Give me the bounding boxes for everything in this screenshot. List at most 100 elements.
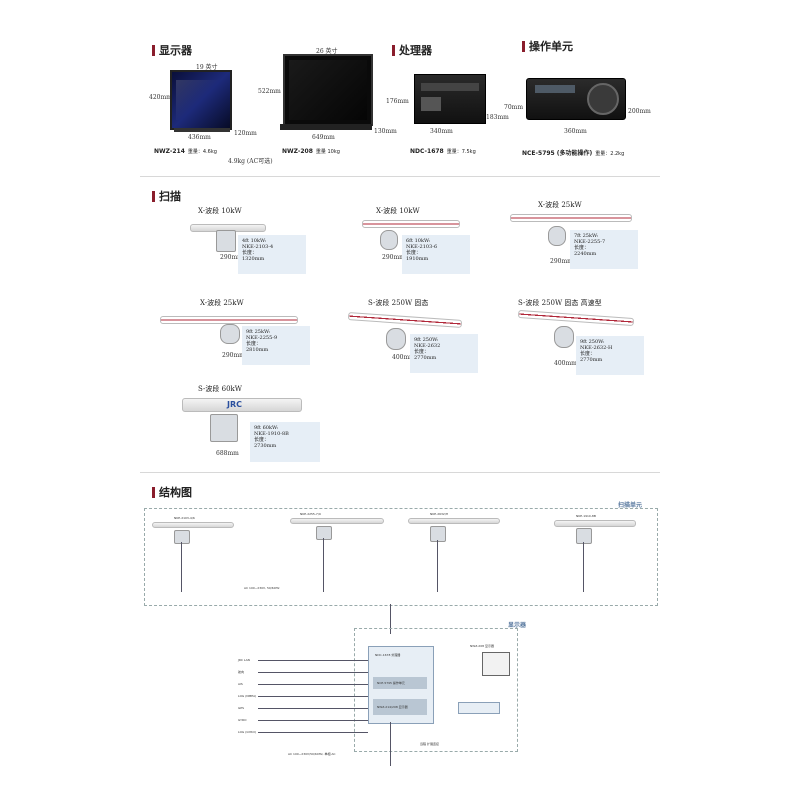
display1-depth: 120mm — [234, 130, 257, 137]
scanner-4-band: S-波段 250W 固态 — [368, 299, 429, 307]
display2-image — [283, 54, 373, 126]
diagram-mon-label: NWZ-208 显示器 — [470, 644, 494, 648]
diagram-core1: NDC-1678 处理器 — [375, 653, 401, 657]
processor-height: 176mm — [386, 98, 409, 105]
scanner-6-antenna: JRC — [182, 398, 302, 412]
diagram-scanner-1 — [152, 522, 234, 528]
scanner-1-band: X-波段 10kW — [376, 207, 420, 215]
processor-width: 340mm — [430, 128, 453, 135]
scanner-0-dim: 290mm — [220, 254, 243, 261]
control-image — [526, 78, 626, 120]
diagram-s3-label: NKE-2632/H — [430, 512, 449, 516]
line-nav — [258, 672, 368, 673]
scanner-6-dim: 688mm — [216, 450, 239, 457]
diagram-lan: JRC LAN — [238, 658, 250, 662]
brochure-page: 显示器 处理器 操作单元 19 英寸 420mm 436mm 120mm NWZ… — [140, 30, 660, 790]
scanner-3-pedestal — [220, 324, 240, 344]
processor-depth: 183mm — [486, 114, 509, 121]
diagram-scanner-box — [144, 508, 658, 606]
scanner-2-dim: 290mm — [550, 258, 573, 265]
control-height: 70mm — [504, 104, 524, 111]
diagram-control — [458, 702, 500, 714]
diagram-ac-label: AC 100~230V, 50/60Hz — [244, 586, 280, 590]
diagram-gyro: GYRO — [238, 718, 247, 722]
diagram-core2-block: NCE-5795 操作单元 — [373, 677, 427, 689]
scanner-2-band: X-波段 25kW — [538, 201, 582, 209]
line-d — [583, 542, 584, 592]
diagram-scanner-3-ped — [430, 526, 446, 542]
scanner-1-pedestal — [380, 230, 398, 250]
line-log — [258, 696, 368, 697]
section-title-scanner: 扫描 — [152, 188, 181, 204]
diagram-pwr: AC 100~230V/50/60Hz, 单相 AC — [288, 752, 336, 756]
display2-height: 522mm — [258, 88, 281, 95]
diagram-s1-label: NKE-2103-4/6 — [174, 516, 195, 520]
diagram-display-box — [354, 628, 518, 752]
scanner-4-antenna — [347, 312, 463, 328]
scanner-0-band: X-波段 10kW — [198, 207, 242, 215]
line-a — [181, 542, 182, 592]
diagram-scanner-2 — [290, 518, 384, 524]
scanner-2-antenna — [510, 214, 632, 222]
line-gyro2 — [258, 732, 368, 733]
scanner-2-pedestal — [548, 226, 566, 246]
scanner-5-pedestal — [554, 326, 574, 348]
scanner-5-band: S-波段 250W 固态 高速型 — [518, 299, 602, 307]
display1-stand — [174, 128, 230, 132]
diagram-scanner-3 — [408, 518, 500, 524]
scanner-4-pedestal — [386, 328, 406, 350]
scanner-0-pedestal — [216, 230, 236, 252]
control-width: 360mm — [564, 128, 587, 135]
display2-width: 649mm — [312, 134, 335, 141]
line-b — [323, 538, 324, 592]
diagram-scanner-4-ped — [576, 528, 592, 544]
line-gps — [258, 708, 368, 709]
line-ais — [258, 684, 368, 685]
diagram-core: NDC-1678 处理器 NCE-5795 操作单元 NWZ-214/208 显… — [368, 646, 434, 724]
display1-height: 420mm — [149, 94, 172, 101]
display2-depth: 130mm — [374, 128, 397, 135]
diagram-s4-label: NKE-1910-8B — [576, 514, 596, 518]
display2-size: 26 英寸 — [316, 48, 338, 55]
processor-image — [414, 74, 486, 124]
diagram-gps: GPS — [238, 706, 245, 710]
scanner-3-antenna — [160, 316, 298, 324]
section-title-display: 显示器 — [152, 42, 192, 58]
diagram-monitor — [482, 652, 510, 676]
scanner-5-dim: 400mm — [554, 360, 577, 367]
diagram-scanner-1-ped — [174, 530, 190, 544]
control-depth: 200mm — [628, 108, 651, 115]
section-title-processor: 处理器 — [392, 42, 432, 58]
diagram-core3-block: NWZ-214/208 显示器 — [373, 699, 427, 715]
line-pwr — [390, 722, 391, 766]
divider-2 — [140, 472, 660, 473]
diagram-log: LOG (NMEA) — [238, 694, 257, 698]
scanner-5-antenna — [517, 309, 635, 327]
scanner-4-dim: 400mm — [392, 354, 415, 361]
diagram-scanner-unit-label: 扫描单元 — [618, 502, 643, 509]
display1-size: 19 英寸 — [196, 64, 218, 71]
diagram-gyro2: LOG (GYRO) — [238, 730, 256, 734]
scanner-3-band: X-波段 25kW — [200, 299, 244, 307]
display1-width: 436mm — [188, 134, 211, 141]
diagram-display-unit-label: 显示器 — [508, 622, 527, 629]
diagram-scanner-4 — [554, 520, 636, 527]
diagram-ais: AIS — [238, 682, 243, 686]
control-model: NCE-5795(多功能操作)重量：2.2kg — [522, 150, 625, 157]
divider-1 — [140, 176, 660, 177]
diagram-nav: 航向 — [238, 670, 245, 674]
scanner-3-dim: 290mm — [222, 352, 245, 359]
display2-stand — [280, 124, 372, 130]
line-gyro — [258, 720, 368, 721]
display1-image — [170, 70, 232, 130]
diagram-s2-label: NKE-2255-7/9 — [300, 512, 321, 516]
line-down — [390, 604, 391, 634]
diagram-core3: NWZ-214/208 显示器 — [377, 705, 408, 709]
